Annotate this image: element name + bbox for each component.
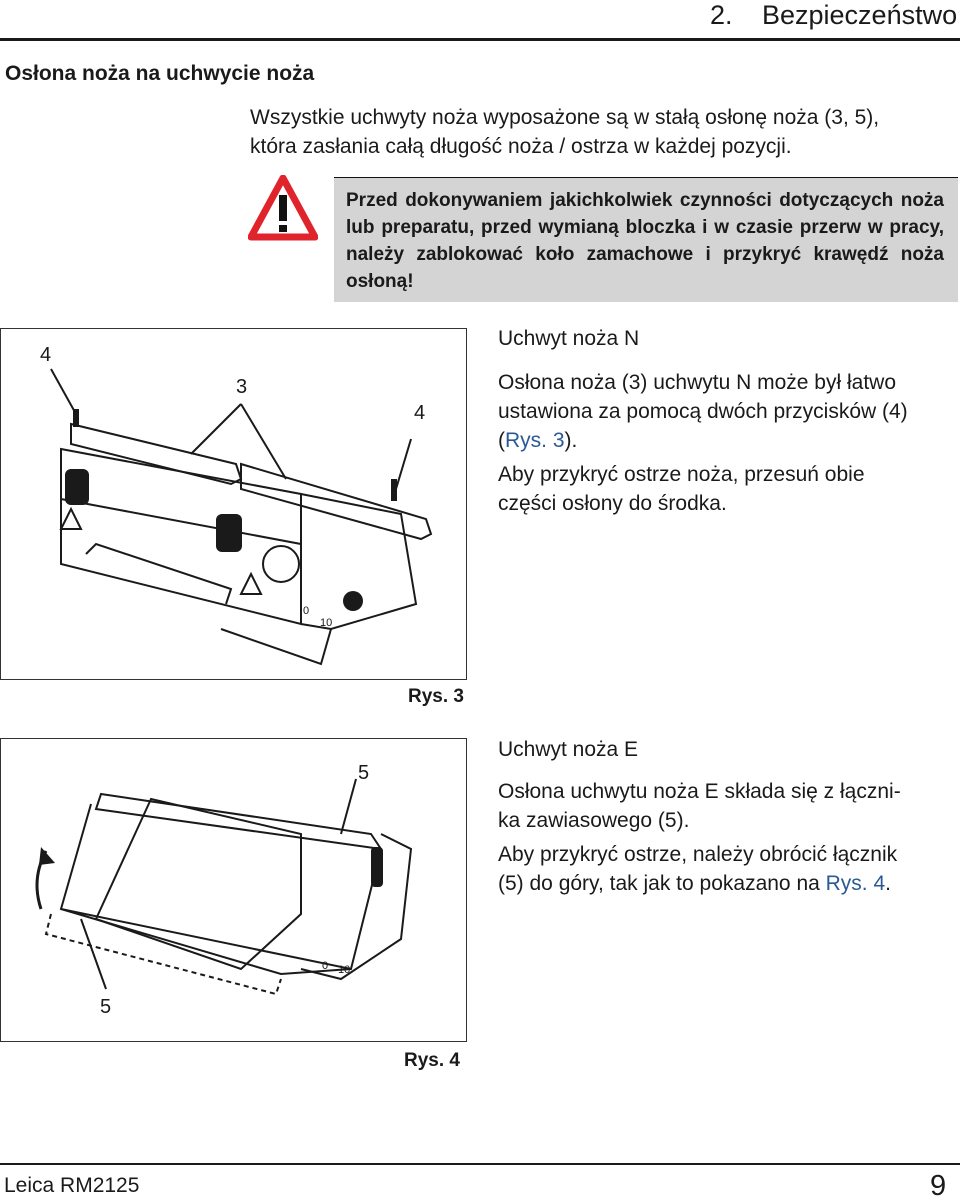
holder-e-heading: Uchwyt noża E xyxy=(498,738,639,761)
footer-product-name: Leica RM2125 xyxy=(4,1174,140,1197)
scale-label: 10 xyxy=(338,964,351,976)
scale-label: 0 xyxy=(322,960,329,972)
holder-e-paragraph-1: Osłona uchwytu noża E składa się z łączn… xyxy=(498,777,958,835)
scale-label: 10 xyxy=(320,617,333,629)
warning-triangle-icon xyxy=(248,175,318,241)
holder-n-paragraph-2: Aby przykryć ostrze noża, przesuń obie c… xyxy=(498,460,958,518)
chapter-title: Bezpieczeństwo xyxy=(762,0,958,30)
text-line: części osłony do środka. xyxy=(498,492,727,515)
text-line: ka zawiasowego (5). xyxy=(498,809,690,832)
rotate-arrow-icon xyxy=(39,847,55,865)
paren-open: ( xyxy=(498,429,505,452)
warning-box xyxy=(334,177,958,302)
intro-paragraph: Wszystkie uchwyty noża wyposażone są w s… xyxy=(250,103,958,161)
text-line: (5) do góry, tak jak to pokazano na Rys.… xyxy=(498,869,958,898)
header-rule xyxy=(0,38,960,41)
holder-n-paragraph-1: Osłona noża (3) uchwytu N może był łatwo… xyxy=(498,368,958,455)
text-line: ustawiona za pomocą dwóch przycisków (4) xyxy=(498,400,908,423)
text-segment: . xyxy=(885,872,891,895)
callout-4-left: 4 xyxy=(40,344,52,366)
holder-e-paragraph-2: Aby przykryć ostrze, należy obrócić łącz… xyxy=(498,840,958,898)
intro-line: Wszystkie uchwyty noża wyposażone są w s… xyxy=(250,106,880,129)
figure-4-illustration xyxy=(0,738,467,1042)
knife-holder-e-drawing xyxy=(35,778,413,996)
text-line: Aby przykryć ostrze noża, przesuń obie xyxy=(498,463,865,486)
paren-close: ). xyxy=(564,429,578,452)
callout-5-top: 5 xyxy=(358,762,370,784)
figure-3-illustration xyxy=(0,328,467,680)
text-line: Aby przykryć ostrze, należy obrócić łącz… xyxy=(498,843,898,866)
text-segment: (5) do góry, tak jak to pokazano na xyxy=(498,872,826,895)
figure-4-caption: Rys. 4 xyxy=(404,1050,460,1071)
text-line: (Rys. 3). xyxy=(498,426,958,455)
callout-4-right: 4 xyxy=(414,402,426,424)
figure-3-link[interactable]: Rys. 3 xyxy=(505,429,565,452)
chapter-number: 2. xyxy=(710,0,733,30)
figure-3-caption: Rys. 3 xyxy=(408,686,464,707)
text-line: Osłona uchwytu noża E składa się z łączn… xyxy=(498,780,901,803)
scale-label: 0 xyxy=(303,605,310,617)
callout-3: 3 xyxy=(236,376,248,398)
callout-5-bottom: 5 xyxy=(100,996,112,1018)
intro-line: która zasłania całą długość noża / ostrz… xyxy=(250,135,792,158)
holder-n-heading: Uchwyt noża N xyxy=(498,327,640,350)
knife-holder-n-drawing xyxy=(50,368,433,666)
section-title: Osłona noża na uchwycie noża xyxy=(5,62,315,85)
text-line: Osłona noża (3) uchwytu N może był łatwo xyxy=(498,371,897,394)
footer-rule xyxy=(0,1163,960,1165)
figure-4-link[interactable]: Rys. 4 xyxy=(825,872,886,895)
warning-text: Przed dokonywaniem jakichkolwiek czynnoś… xyxy=(346,190,944,292)
page-number: 9 xyxy=(930,1170,947,1202)
